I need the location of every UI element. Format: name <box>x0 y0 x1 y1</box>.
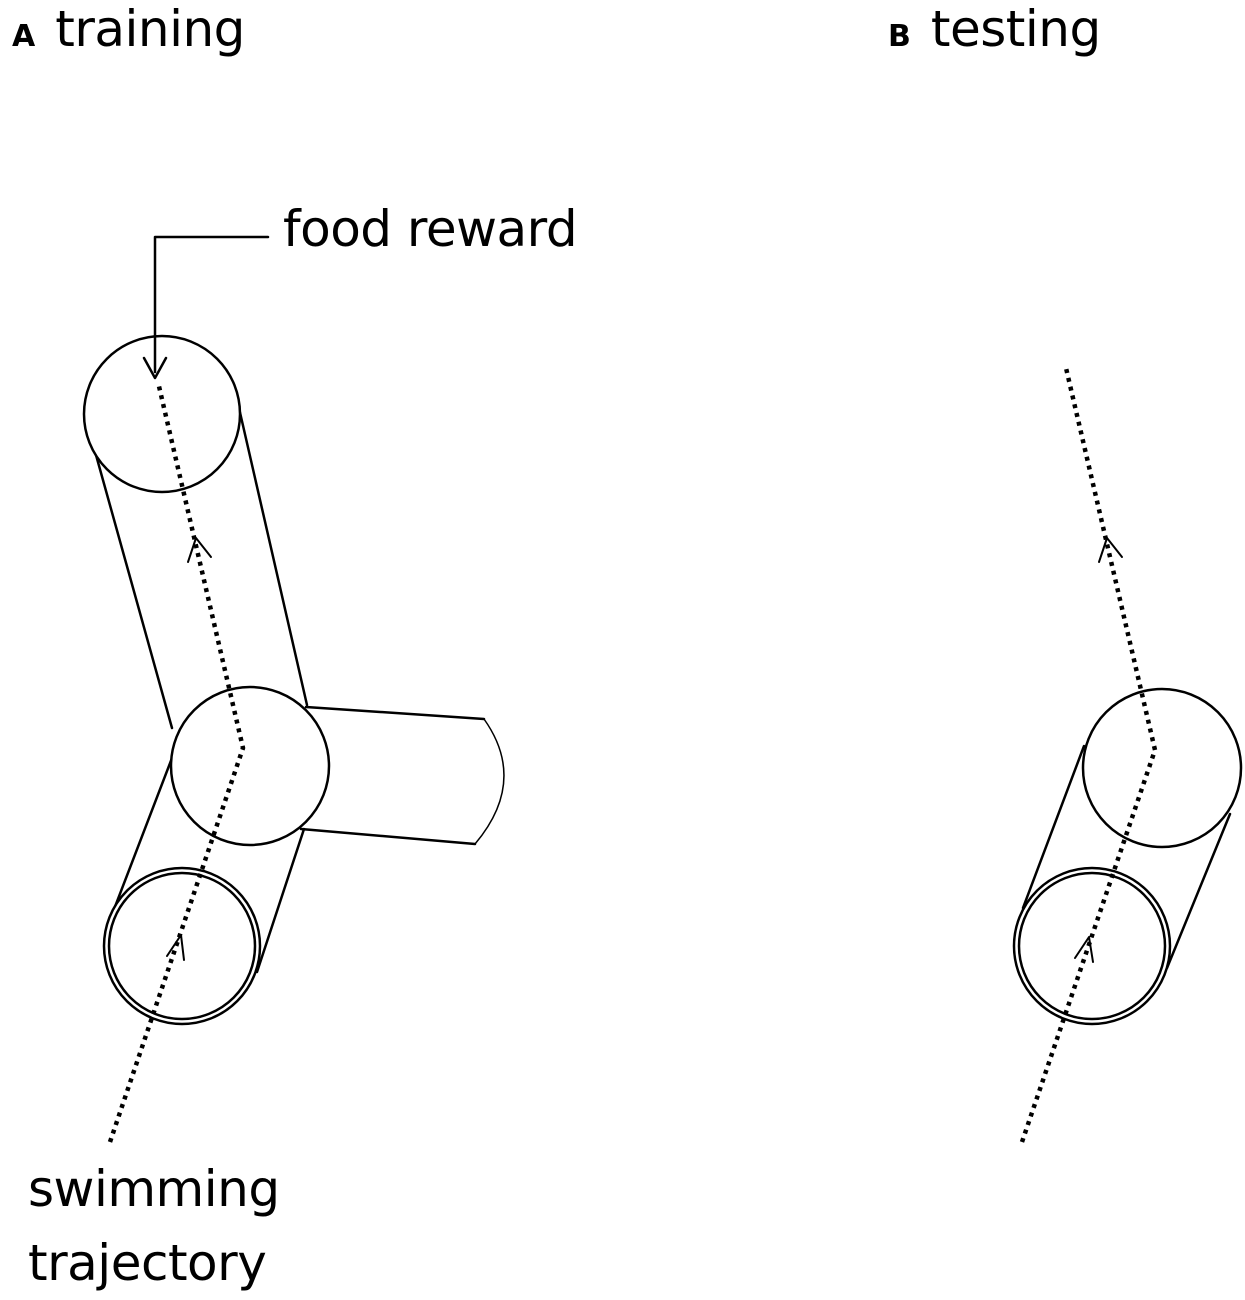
upper-arm-left-wall <box>89 435 174 730</box>
side-arm-tube <box>299 705 505 846</box>
panel-a-letter: A <box>12 19 36 54</box>
panel-b-title: testing <box>930 0 1101 58</box>
food-reward-pointer-line <box>153 235 270 374</box>
panel-b-letter: B <box>888 19 911 54</box>
testing-end-chamber-circle <box>1081 687 1243 849</box>
testing-tube <box>1021 744 1232 970</box>
testing-arrowhead-upper <box>1098 537 1123 563</box>
side-arm-bottom-wall <box>299 827 477 846</box>
testing-arrowhead-lower <box>1074 936 1094 963</box>
lower-arm-tube <box>111 756 306 974</box>
panel-a-title: training <box>55 0 245 58</box>
testing-start-chamber-inner-ring <box>1017 871 1167 1021</box>
upper-arm-tube <box>89 393 309 730</box>
side-arm-open-end <box>474 718 505 845</box>
upper-arm-right-wall <box>234 393 309 707</box>
lower-arm-left-wall <box>111 756 174 914</box>
testing-swimming-trajectory <box>1019 367 1158 1143</box>
food-reward-pointer-arrowhead <box>142 356 168 380</box>
testing-tube-right-wall <box>1165 812 1232 970</box>
food-reward-chamber-circle <box>82 334 242 494</box>
training-swimming-trajectory <box>107 381 246 1143</box>
start-chamber-inner-ring <box>107 871 257 1021</box>
swimming-trajectory-label-line2: trajectory <box>28 1234 267 1292</box>
trajectory-arrowhead-lower <box>166 934 185 961</box>
junction-chamber-circle <box>169 685 331 847</box>
testing-start-chamber-outer-ring <box>1012 866 1172 1026</box>
testing-maze <box>1012 367 1243 1143</box>
trajectory-arrowhead-upper <box>187 537 212 563</box>
lower-arm-right-wall <box>255 827 306 974</box>
training-maze <box>82 235 505 1143</box>
side-arm-top-wall <box>304 705 486 721</box>
food-reward-label: food reward <box>283 200 578 258</box>
panel-b-header: B testing <box>888 0 1101 64</box>
panel-a-header: A training <box>12 0 245 64</box>
testing-tube-left-wall <box>1021 744 1086 910</box>
swimming-trajectory-label-line1: swimming <box>28 1160 280 1218</box>
